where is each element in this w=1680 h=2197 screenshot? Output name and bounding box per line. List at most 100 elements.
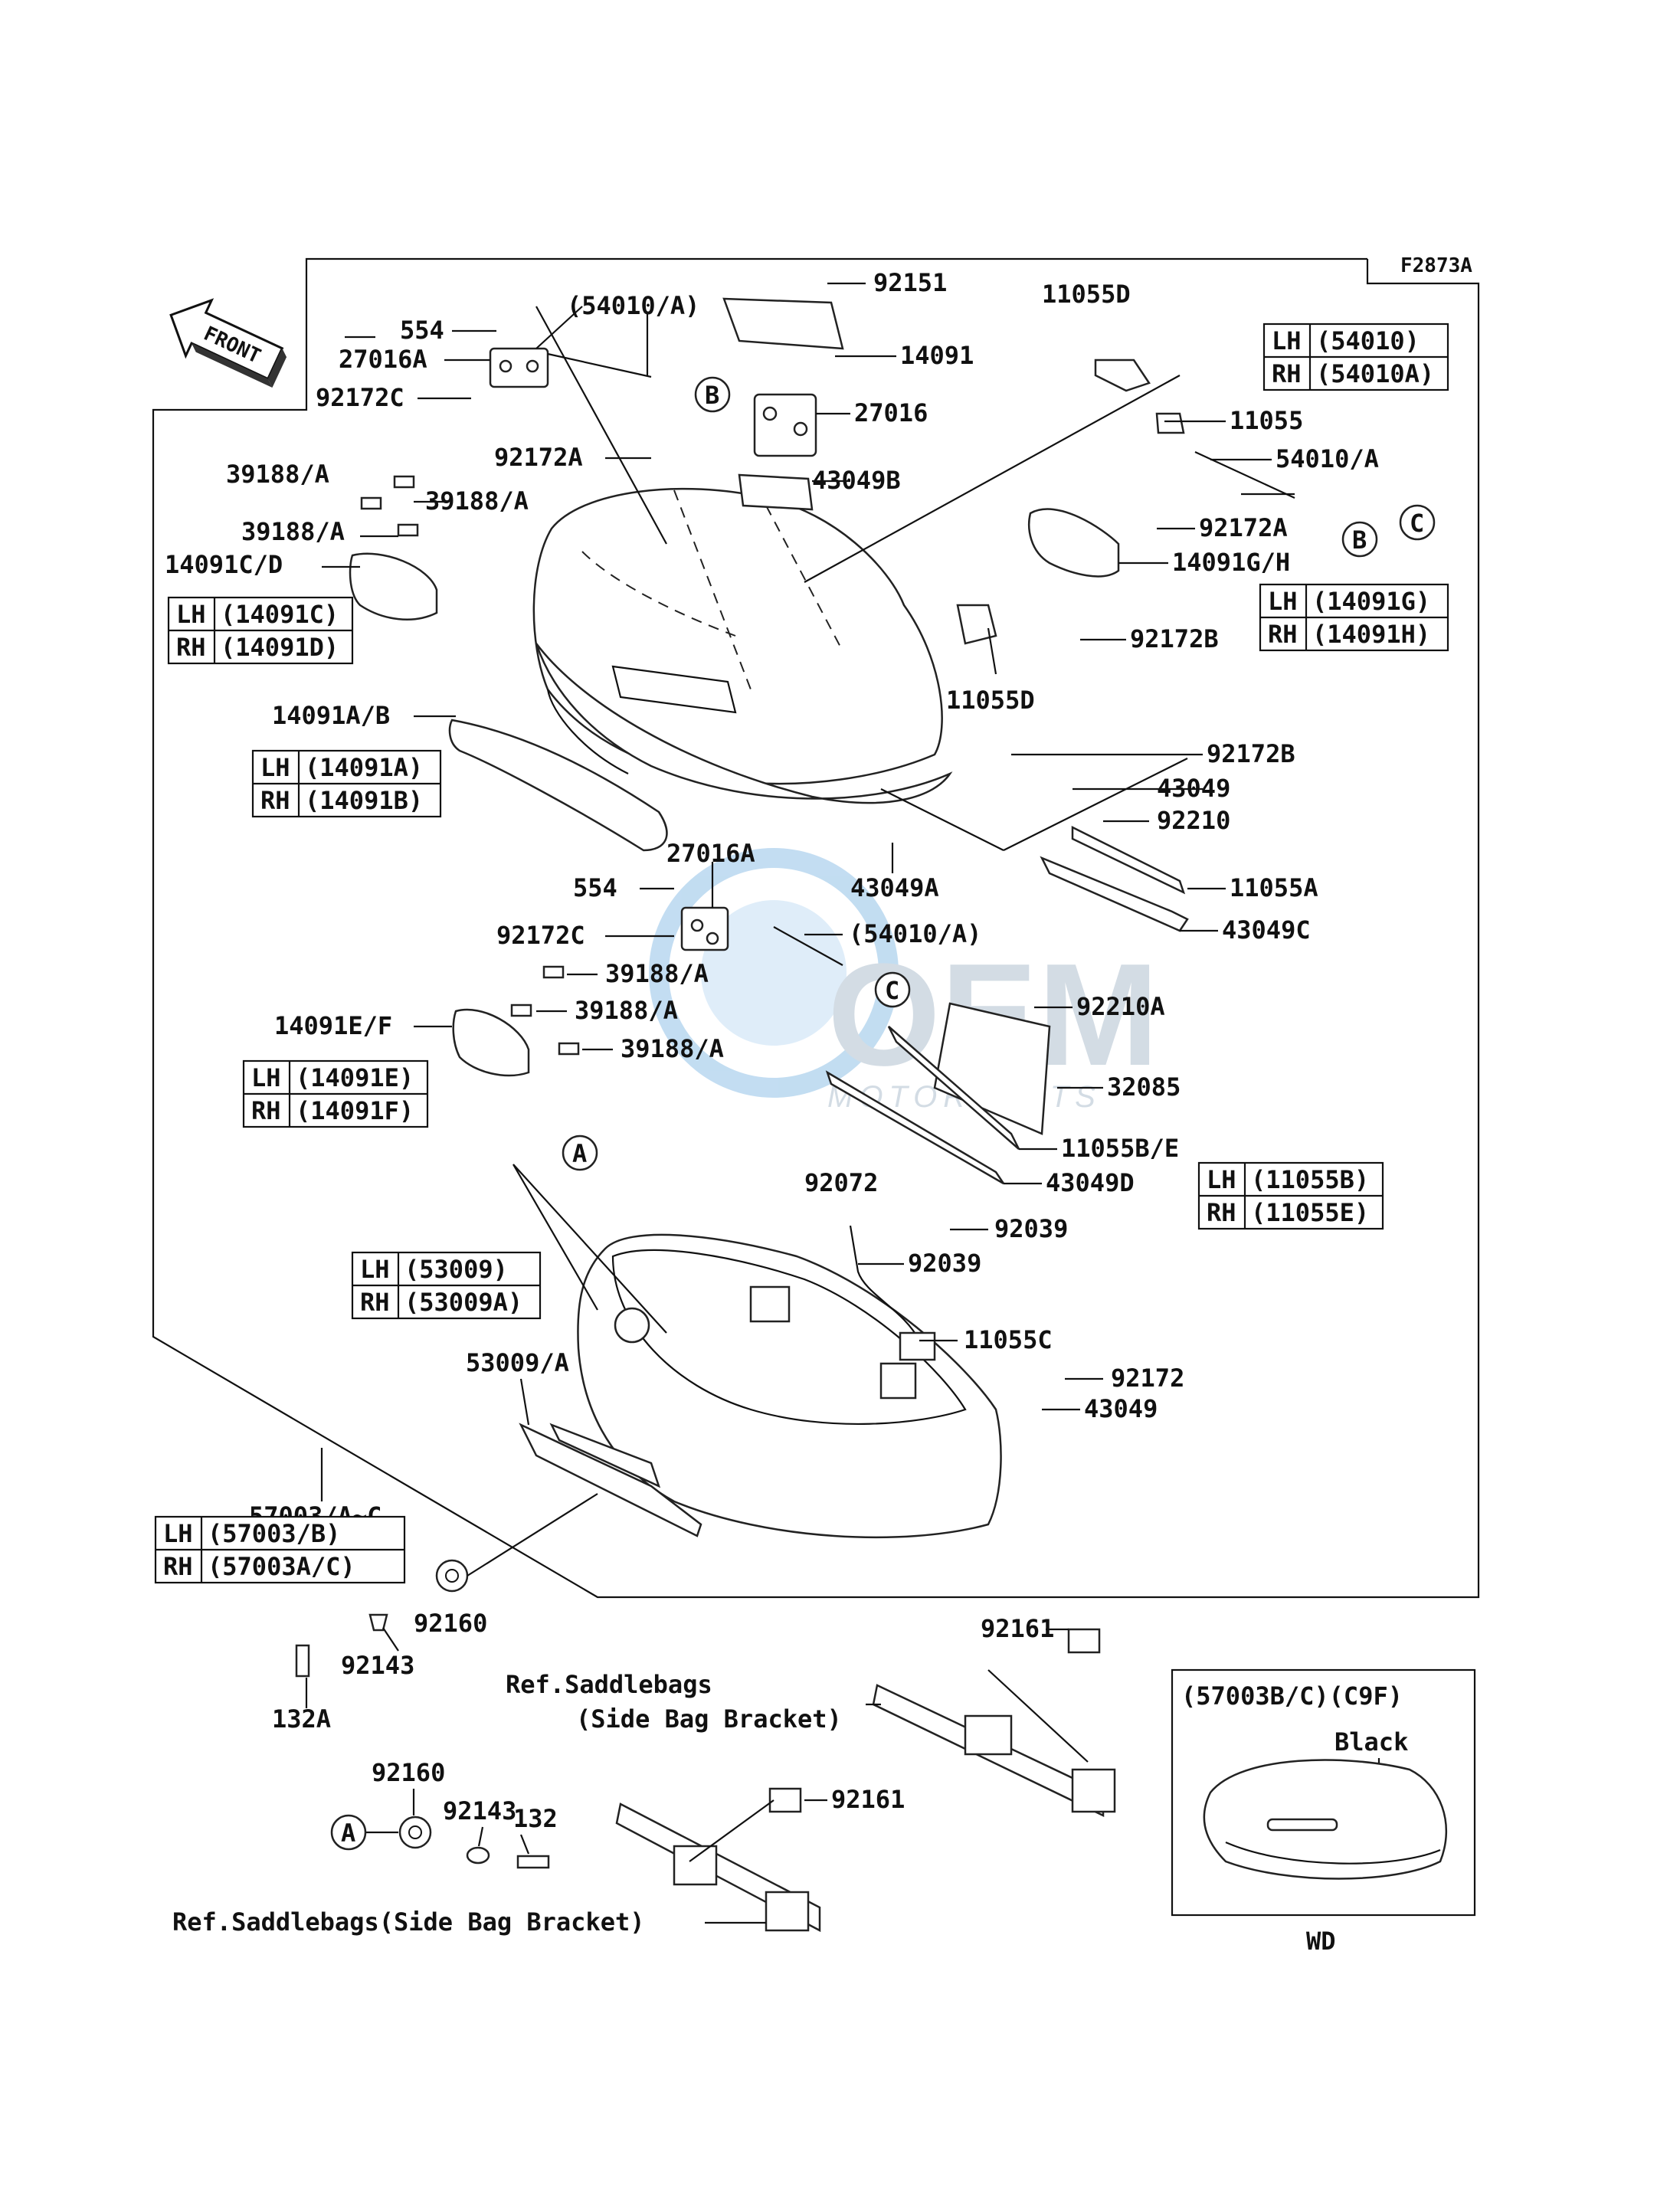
label-43049A: 43049A <box>850 873 939 902</box>
label-92172: 92172 <box>1111 1364 1184 1393</box>
rod-lower-link-2 <box>1003 758 1188 851</box>
arm-92072 <box>849 1225 920 1341</box>
screw-92143-b <box>466 1846 490 1865</box>
label-92143-b: 92143 <box>443 1796 516 1825</box>
label-92072: 92072 <box>804 1168 878 1197</box>
label-92160-b: 92160 <box>372 1758 445 1787</box>
svg-text:(14091C): (14091C) <box>221 600 339 629</box>
bracket-11055D-mid <box>956 604 997 645</box>
label-43049B: 43049B <box>812 466 901 495</box>
callout-B-right: B <box>1341 521 1378 558</box>
label-11055C: 11055C <box>964 1325 1053 1354</box>
label-14091: 14091 <box>900 341 974 370</box>
lh-rh-table-53009: LH (53009) RH (53009A) <box>351 1251 542 1320</box>
latch-27016A-top <box>489 347 549 388</box>
pad-39188A-3 <box>397 523 419 537</box>
pad-39188A-6 <box>558 1042 580 1056</box>
lh-rh-table-14091GH: LH (14091G) RH (14091H) <box>1259 583 1449 652</box>
label-39188A-1: 39188/A <box>226 460 329 489</box>
latch-27016 <box>753 393 817 457</box>
hinge-53009A <box>519 1423 702 1537</box>
label-54010A-right: 54010/A <box>1276 444 1379 473</box>
label-32085: 32085 <box>1107 1072 1181 1102</box>
leader-lines <box>305 282 1272 1924</box>
screw-92143-a <box>368 1613 388 1632</box>
lh-rh-table-54010: LH (54010) RH (54010A) <box>1262 323 1449 391</box>
label-92039-a: 92039 <box>994 1214 1068 1243</box>
callout-C-right: C <box>1399 504 1436 541</box>
svg-text:(11055E): (11055E) <box>1251 1198 1369 1227</box>
callout-A-bottom: A <box>330 1814 367 1851</box>
label-14091GH: 14091G/H <box>1172 548 1290 577</box>
svg-text:B: B <box>705 381 719 410</box>
side-bag-bracket-upper <box>872 1628 1116 1817</box>
gasket-43049B <box>738 473 814 511</box>
color-variant-inset: (57003B/C)(C9F) Black <box>1171 1668 1476 1917</box>
label-554-b: 554 <box>573 873 617 902</box>
side-bag-bracket-lower <box>615 1787 821 1933</box>
figure-code: F2873A <box>1400 254 1472 277</box>
callout-A-case: A <box>562 1135 598 1171</box>
callout-B-top: B <box>694 376 731 413</box>
svg-text:(14091A): (14091A) <box>305 753 423 782</box>
svg-text:LH: LH <box>1272 326 1302 355</box>
label-92172A-top: 92172A <box>494 443 583 472</box>
lh-rh-table-14091CD: LH (14091C) RH (14091D) <box>167 596 354 665</box>
svg-text:C: C <box>1410 509 1424 538</box>
bar-11055A <box>1040 856 1189 932</box>
label-side-bag-bracket: (Side Bag Bracket) <box>576 1704 842 1734</box>
pad-39188A-1 <box>393 475 415 489</box>
label-132A: 132A <box>272 1704 331 1734</box>
svg-text:A: A <box>572 1139 587 1168</box>
bracket-11055C <box>899 1331 936 1361</box>
callout-C-mid: C <box>874 971 911 1008</box>
svg-text:B: B <box>1352 526 1367 555</box>
label-ref-saddlebags-bracket: Ref.Saddlebags(Side Bag Bracket) <box>172 1907 645 1937</box>
svg-text:LH: LH <box>1207 1165 1236 1194</box>
svg-text:RH: RH <box>1272 359 1302 388</box>
label-11055D-top: 11055D <box>1042 280 1131 309</box>
label-92143-a: 92143 <box>341 1651 414 1680</box>
label-92151: 92151 <box>873 268 947 297</box>
bolt-132A <box>295 1644 310 1678</box>
label-14091EF: 14091E/F <box>274 1011 392 1040</box>
label-11055BE: 11055B/E <box>1061 1134 1179 1163</box>
label-92172C: 92172C <box>316 383 404 412</box>
label-39188A-4: 39188/A <box>605 959 709 988</box>
svg-text:(53009): (53009) <box>404 1255 508 1284</box>
lh-rh-table-14091EF: LH (14091E) RH (14091F) <box>242 1059 429 1128</box>
plate-14091 <box>722 297 844 350</box>
svg-text:(14091D): (14091D) <box>221 633 339 662</box>
inset-code: WD <box>1306 1927 1336 1956</box>
pad-39188A-5 <box>510 1004 532 1017</box>
label-54010A-top: (54010/A) <box>567 291 699 320</box>
label-27016A-b: 27016A <box>666 839 755 868</box>
bracket-11055D-top <box>1094 359 1151 392</box>
lh-rh-table-14091AB: LH (14091A) RH (14091B) <box>251 749 442 818</box>
label-92210A: 92210A <box>1076 992 1165 1021</box>
saddlebag-case <box>577 1233 1002 1539</box>
label-27016A: 27016A <box>339 345 427 374</box>
label-92210: 92210 <box>1157 806 1230 835</box>
svg-text:LH: LH <box>176 600 206 629</box>
bar-43049C <box>1071 825 1186 895</box>
svg-text:(57003A/C): (57003A/C) <box>208 1552 355 1581</box>
svg-text:LH: LH <box>1268 587 1298 616</box>
lh-rh-table-11055BE: LH (11055B) RH (11055E) <box>1197 1161 1384 1230</box>
label-43049-a: 43049 <box>1157 774 1230 803</box>
label-39188A-5: 39188/A <box>575 996 678 1025</box>
svg-text:RH: RH <box>251 1096 281 1125</box>
lh-rh-table-57003: LH (57003/B) RH (57003A/C) <box>154 1515 406 1584</box>
label-43049-b: 43049 <box>1084 1394 1158 1423</box>
svg-text:RH: RH <box>260 786 290 815</box>
rod-11055D <box>804 375 1181 583</box>
svg-text:(11055B): (11055B) <box>1251 1165 1369 1194</box>
svg-text:RH: RH <box>360 1288 390 1317</box>
svg-text:LH: LH <box>360 1255 390 1284</box>
label-53009A: 53009/A <box>466 1348 569 1377</box>
label-92172C-b: 92172C <box>496 921 585 950</box>
label-43049C: 43049C <box>1222 915 1311 945</box>
latch-27016A-bottom <box>680 906 729 951</box>
svg-text:A: A <box>341 1819 355 1848</box>
svg-text:RH: RH <box>1207 1198 1236 1227</box>
